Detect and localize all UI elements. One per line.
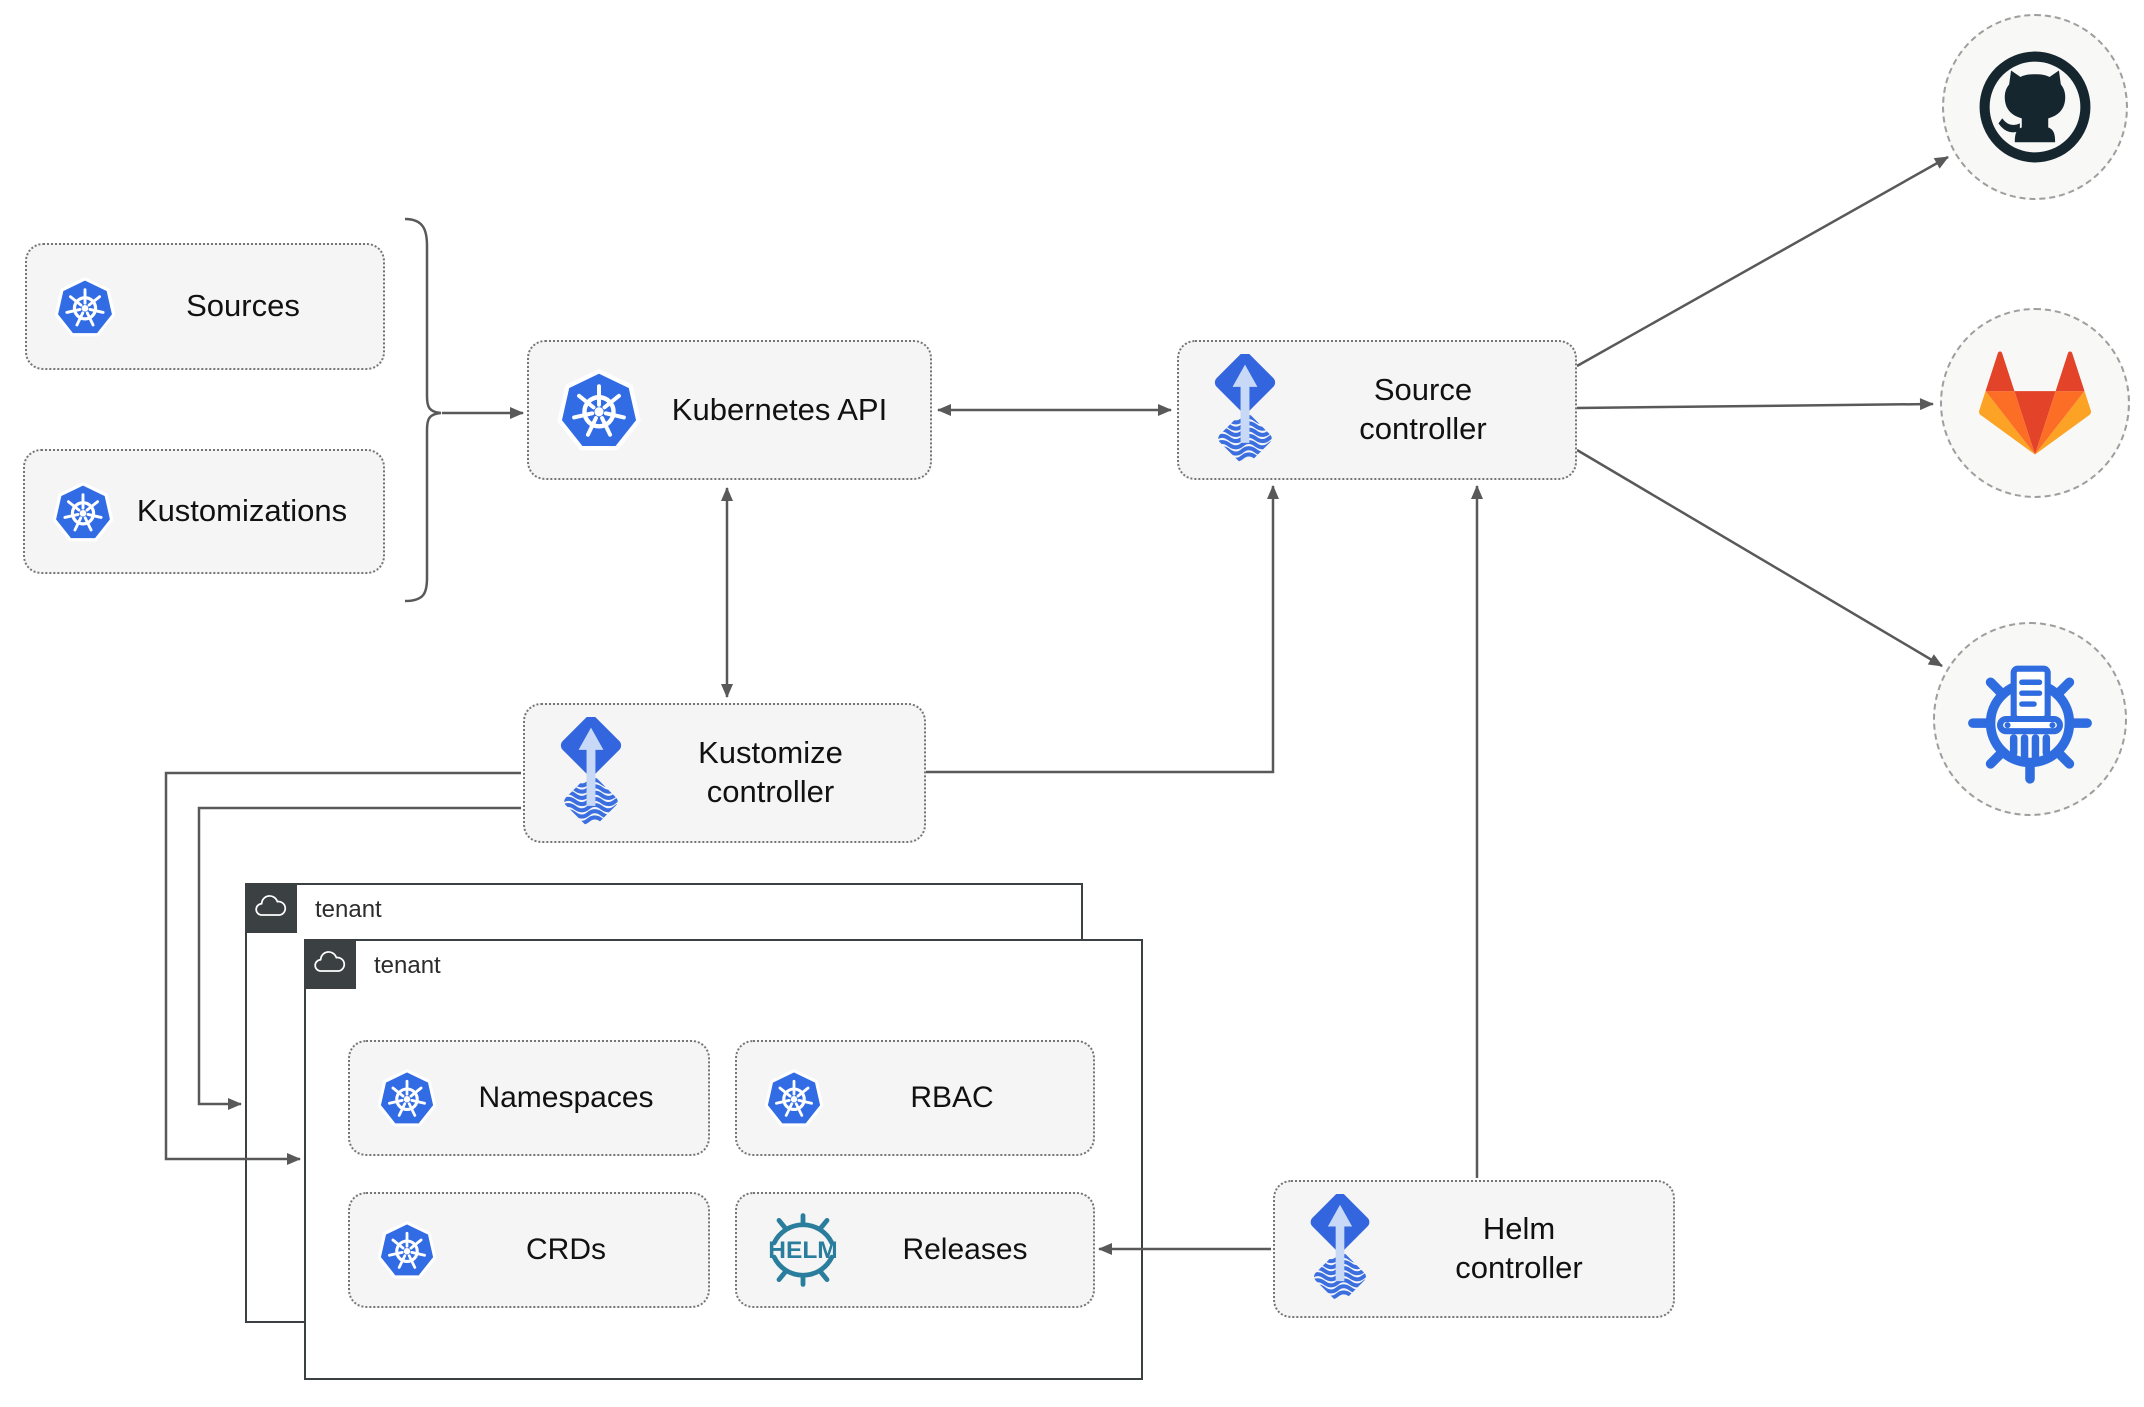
kubernetes-api-node: Kubernetes API: [527, 340, 932, 480]
kubernetes-icon: [555, 366, 643, 454]
node-label: Releases: [902, 1233, 1028, 1267]
node-label: Kubernetes API: [671, 391, 888, 427]
sources-node: Sources: [25, 243, 385, 370]
node-label: Kustomize controller: [698, 735, 843, 809]
edge-kustomize-source: [926, 485, 1279, 774]
source-controller-node: Source controller: [1177, 340, 1577, 480]
namespaces-node: Namespaces: [348, 1040, 710, 1156]
kubernetes-icon: [53, 275, 117, 339]
flux-icon: [551, 717, 631, 829]
node-label: Sources: [186, 288, 300, 324]
tenant-group-front: tenant: [303, 938, 1143, 1380]
tenant-tab: [244, 882, 297, 933]
edge-source-chartmuseum: [1576, 448, 1943, 668]
tenant-tab: [303, 938, 356, 989]
node-label: Source controller: [1359, 372, 1487, 446]
edge-source-github: [1576, 155, 1949, 368]
gitlab-remote: [1940, 308, 2130, 498]
kubernetes-icon: [376, 1219, 438, 1281]
chartmuseum-icon: [1962, 651, 2098, 787]
kubernetes-icon: [763, 1067, 825, 1129]
kubernetes-icon: [376, 1067, 438, 1129]
rbac-node: RBAC: [735, 1040, 1095, 1156]
tenant-group-label: tenant: [374, 952, 441, 979]
node-label: RBAC: [910, 1081, 994, 1115]
node-label: CRDs: [526, 1233, 606, 1267]
cloud-icon: [251, 891, 291, 925]
crds-node: CRDs: [348, 1192, 710, 1308]
chart-repository-remote: [1933, 622, 2127, 816]
node-label: Helm controller: [1455, 1211, 1583, 1285]
node-label: Kustomizations: [136, 493, 348, 529]
releases-node: HELM Releases: [735, 1192, 1095, 1308]
kubernetes-icon: [51, 480, 115, 544]
kustomize-controller-node: Kustomize controller: [523, 703, 926, 843]
node-label: Namespaces: [478, 1081, 654, 1115]
helm-icon: HELM: [768, 1213, 838, 1287]
kustomizations-node: Kustomizations: [23, 449, 385, 574]
flux-icon: [1301, 1194, 1379, 1304]
group-bracket: [404, 217, 442, 603]
edge-source-gitlab: [1576, 398, 1934, 411]
cloud-icon: [310, 947, 350, 981]
helm-controller-node: Helm controller: [1273, 1180, 1675, 1318]
flux-icon: [1205, 354, 1285, 466]
tenant-group-label: tenant: [315, 896, 382, 923]
gitlab-icon: [1979, 351, 2091, 455]
github-icon: [1972, 44, 2098, 170]
helm-logo-text: HELM: [768, 1237, 837, 1264]
github-remote: [1942, 14, 2128, 200]
